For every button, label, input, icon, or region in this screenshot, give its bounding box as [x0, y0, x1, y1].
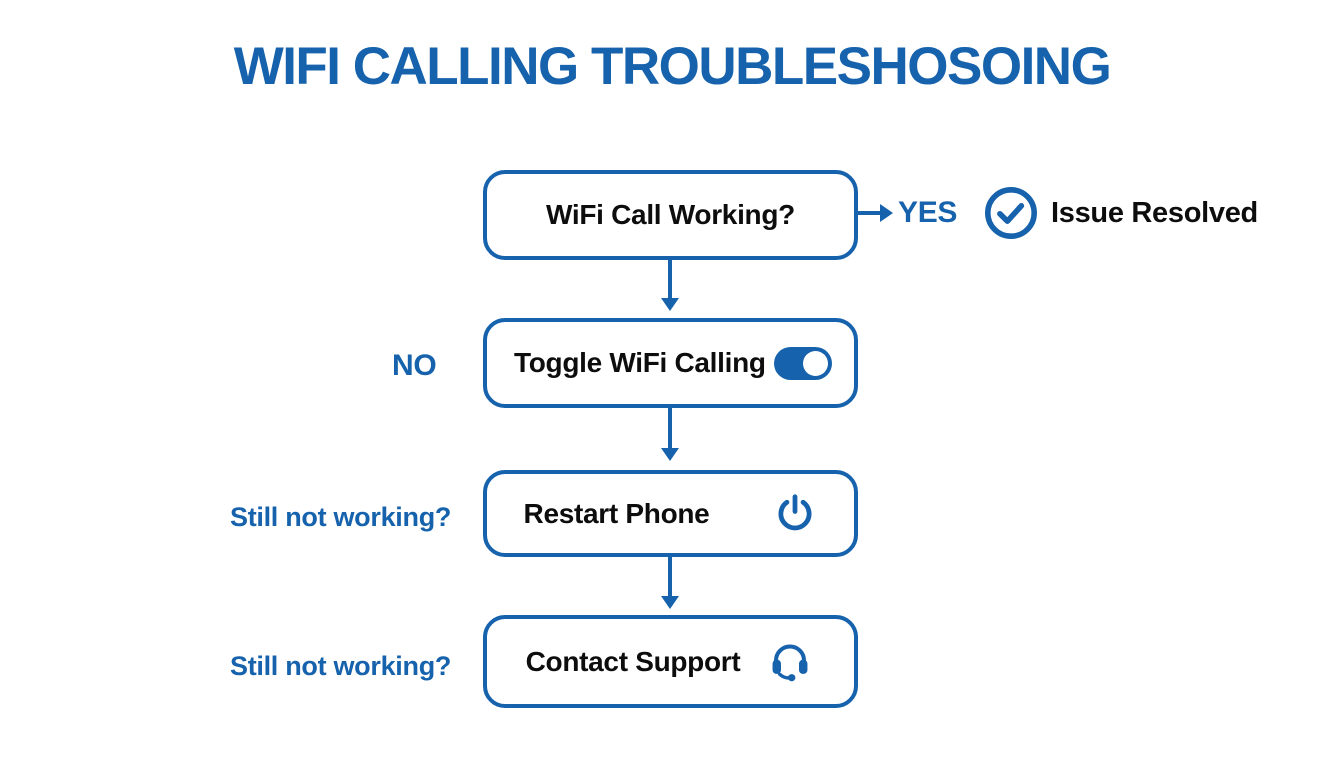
node-contact-support: Contact Support	[483, 615, 858, 708]
node-toggle-wifi-calling: Toggle WiFi Calling	[483, 318, 858, 408]
edge-label-still-not-working-2: Still not working?	[230, 651, 452, 681]
edge-label-still-not-working-1: Still not working?	[230, 502, 452, 532]
edge-label-no: NO	[392, 349, 437, 382]
check-circle-icon	[985, 187, 1037, 239]
page-title: WIFI CALLING TROUBLESHOSOING	[233, 37, 1112, 96]
headset-icon	[772, 644, 808, 681]
node-label: WiFi Call Working?	[546, 199, 795, 230]
node-label: Toggle WiFi Calling	[514, 347, 766, 378]
arrow-down-1-line	[668, 260, 672, 299]
yes-branch-label: YES	[898, 196, 958, 229]
node-label: Contact Support	[525, 645, 741, 677]
node-restart-phone: Restart Phone	[483, 470, 858, 557]
yes-arrow-head	[880, 204, 893, 222]
arrow-down-3-line	[668, 557, 672, 597]
toggle-on-icon	[774, 346, 832, 380]
arrow-down-2-line	[668, 408, 672, 449]
arrow-down-1-head	[661, 298, 679, 311]
arrow-down-2-head	[661, 448, 679, 461]
yes-arrow-line	[858, 211, 882, 215]
power-icon	[779, 493, 812, 530]
issue-resolved-label: Issue Resolved	[1051, 197, 1258, 229]
arrow-down-3-head	[661, 596, 679, 609]
toggle-knob	[803, 350, 828, 376]
node-label: Restart Phone	[523, 497, 710, 529]
node-wifi-call-working: WiFi Call Working?	[483, 170, 858, 260]
